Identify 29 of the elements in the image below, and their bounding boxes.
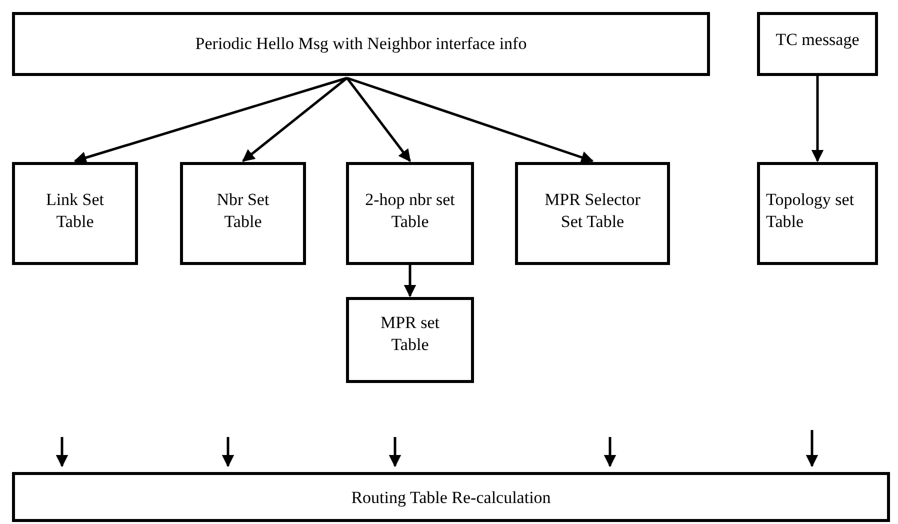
box-label: Link Set Table [44,189,106,234]
process-box [346,297,474,383]
box-label: Topology set Table [765,189,856,234]
arrow [388,437,402,468]
arrow [811,76,824,162]
process-box [180,162,306,265]
arrow [346,76,594,164]
box-label: Routing Table Re-calculation [350,487,552,509]
box-label: TC message [774,29,860,51]
box-label: MPR Selector Set Table [544,189,642,234]
process-box [757,162,878,265]
arrow [74,76,348,164]
process-box [12,162,138,265]
process-box [757,12,878,76]
arrow [222,437,234,468]
box-label: MPR set Table [379,312,441,356]
arrow [806,430,818,468]
box-label: Nbr Set Table [216,189,270,234]
process-box [12,472,890,522]
process-box [346,162,474,265]
arrow [242,77,348,162]
arrow [404,265,416,298]
arrow [56,437,68,468]
box-label: 2-hop nbr set Table [364,189,456,234]
arrow [346,77,411,162]
arrow [604,437,616,468]
box-label: Periodic Hello Msg with Neighbor interface info [194,33,528,55]
process-box [12,12,710,76]
process-box [515,162,670,265]
